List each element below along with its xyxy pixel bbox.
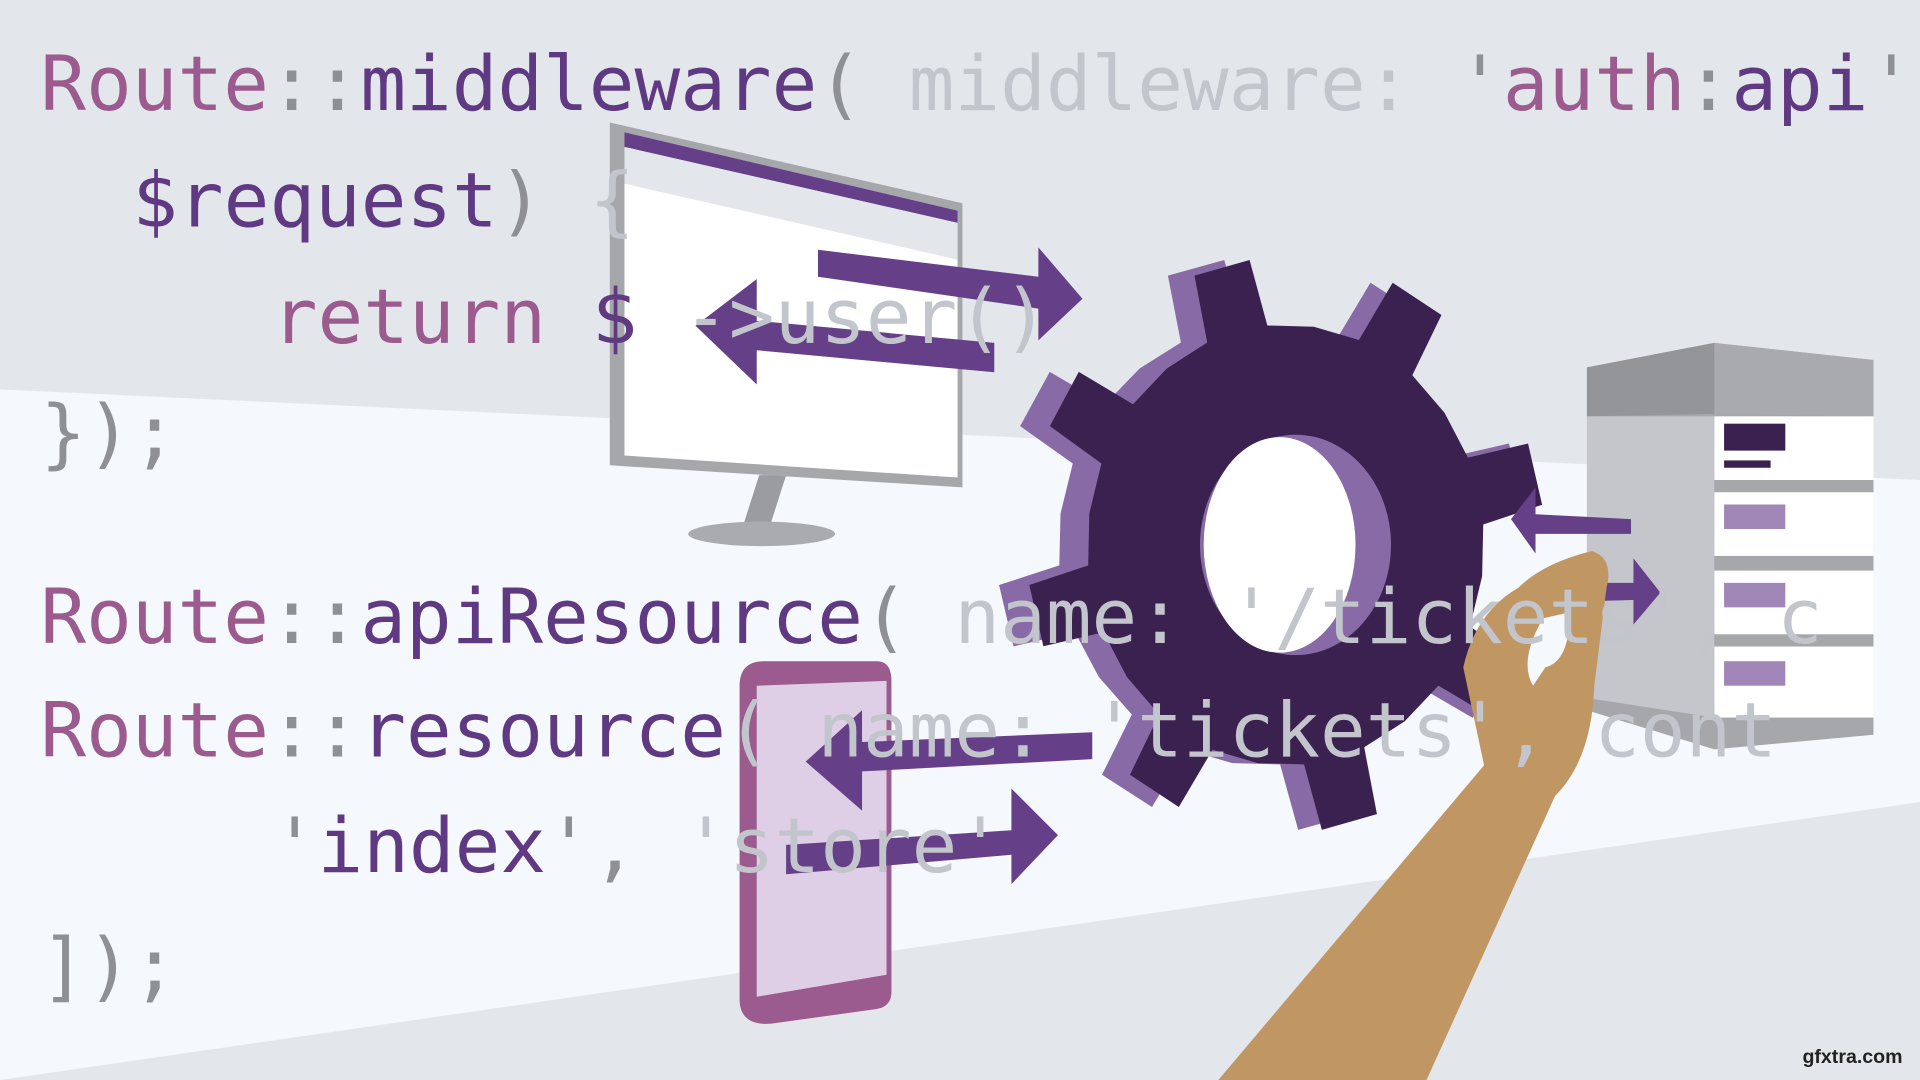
gear-icon xyxy=(999,259,1543,830)
code-line-4: }); xyxy=(40,389,177,477)
arrow-left-icon xyxy=(1511,487,1632,554)
arrow-right-icon xyxy=(786,788,1058,885)
code-line-7: 'index', 'store' xyxy=(272,802,1003,890)
code-line-5: Route::apiResource( name: '/tickets', c xyxy=(40,573,1822,661)
arrow-left-icon xyxy=(805,710,1093,811)
server-icon xyxy=(1586,342,1874,750)
code-block: Route::middleware( middleware: 'auth:api… xyxy=(40,40,1920,1010)
code-line-3: return $ ->user() xyxy=(272,273,1049,361)
monitor-icon xyxy=(609,122,963,547)
arrow-left-icon xyxy=(695,279,995,385)
hand-icon xyxy=(1218,551,1609,1080)
arrow-right-icon xyxy=(817,247,1083,341)
code-line-1: Route::middleware( middleware: 'auth:api… xyxy=(40,40,1920,128)
phone-arrows xyxy=(786,710,1093,885)
code-line-8: ]); xyxy=(40,922,177,1010)
watermark: gfxtra.com xyxy=(1802,1046,1902,1068)
code-line-2: $request) { xyxy=(132,157,635,245)
code-line-6: Route::resource( name: 'tickets', cont xyxy=(40,687,1777,775)
